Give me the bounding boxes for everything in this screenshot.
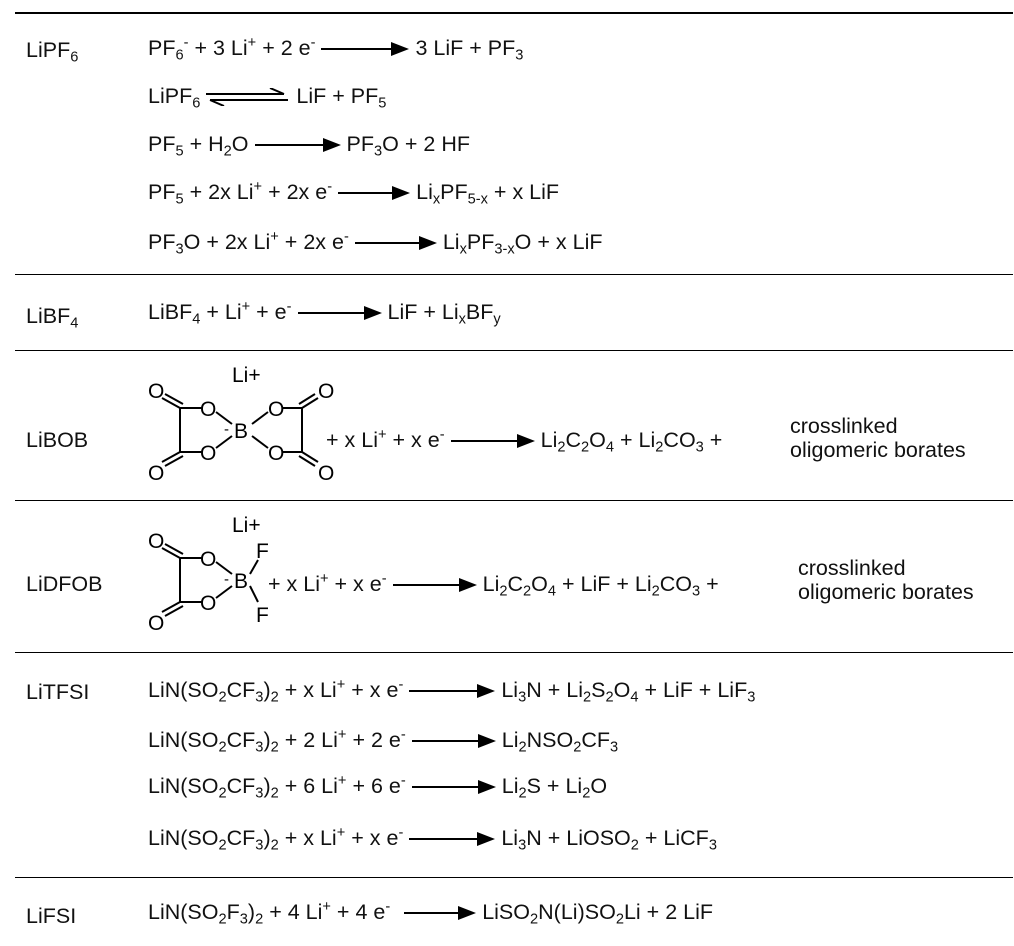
equation: LiBF4 + Li+ + e-LiF + LixBFy — [148, 298, 501, 328]
equation: LiN(SO2CF3)2 + 2 Li+ + 2 e-Li2NSO2CF3 — [148, 726, 619, 756]
equation: LiPF6 LiF + PF5 — [148, 84, 387, 112]
salt-label-lifsi: LiFSI — [26, 904, 77, 928]
svg-text:O: O — [148, 380, 164, 403]
svg-text:O: O — [200, 442, 216, 465]
svg-text:-: - — [224, 571, 229, 588]
reaction-arrow — [411, 779, 496, 795]
equation: + x Li+ + x e-Li2C2O4 + Li2CO3 + — [326, 426, 723, 456]
equation: LiN(SO2CF3)2 + x Li+ + x e-Li3N + LiOSO2… — [148, 824, 717, 854]
reaction-arrow — [411, 733, 496, 749]
row-divider — [15, 877, 1013, 878]
reaction-arrow — [297, 305, 382, 321]
svg-text:-: - — [224, 421, 229, 438]
svg-text:B: B — [234, 420, 248, 443]
svg-text:B: B — [234, 570, 248, 593]
svg-text:O: O — [268, 398, 284, 421]
reaction-arrow — [409, 683, 496, 699]
reaction-arrow — [321, 41, 410, 57]
svg-text:O: O — [148, 462, 164, 485]
svg-text:Li+: Li+ — [232, 364, 261, 387]
lidfob-structure: Li+ O O O O F F B - — [148, 514, 269, 635]
svg-text:O: O — [318, 462, 334, 485]
svg-text:Li+: Li+ — [232, 514, 261, 537]
svg-text:O: O — [148, 612, 164, 635]
salt-label-lidfob: LiDFOB — [26, 572, 103, 596]
equation: LiN(SO2CF3)2 + x Li+ + x e-Li3N + Li2S2O… — [148, 676, 756, 706]
reaction-arrow — [409, 831, 496, 847]
reaction-arrow — [392, 577, 477, 593]
svg-text:O: O — [200, 398, 216, 421]
equation: PF3O + 2x Li+ + 2x e-LixPF3-xO + x LiF — [148, 228, 603, 258]
libob-structure: Li+ O O O O O O O O B - — [148, 364, 334, 485]
svg-text:O: O — [200, 592, 216, 615]
equation: + x Li+ + x e-Li2C2O4 + LiF + Li2CO3 + — [268, 570, 719, 600]
reaction-arrow — [404, 905, 477, 921]
salt-label-litfsi: LiTFSI — [26, 680, 90, 704]
salt-label-libf4: LiBF4 — [26, 304, 79, 332]
reaction-arrow — [450, 433, 535, 449]
row-divider — [15, 652, 1013, 653]
table-top-rule — [15, 12, 1013, 14]
svg-text:O: O — [200, 548, 216, 571]
row-divider — [15, 274, 1013, 275]
equation: LiN(SO2CF3)2 + 6 Li+ + 6 e-Li2S + Li2O — [148, 772, 608, 802]
equation: PF5 + 2x Li+ + 2x e-LixPF5-x + x LiF — [148, 178, 560, 208]
equation: LiN(SO2F3)2 + 4 Li+ + 4 e-LiSO2N(Li)SO2L… — [148, 898, 713, 928]
borate-products: crosslinked oligomeric borates — [798, 556, 974, 604]
svg-text:F: F — [256, 604, 269, 627]
svg-text:O: O — [268, 442, 284, 465]
salt-label-libob: LiBOB — [26, 428, 89, 452]
equilibrium-arrow — [206, 88, 289, 106]
svg-text:O: O — [148, 530, 164, 553]
row-divider — [15, 350, 1013, 351]
reaction-arrow — [338, 185, 411, 201]
reaction-arrow — [254, 137, 341, 153]
row-divider — [15, 500, 1013, 501]
borate-products: crosslinked oligomeric borates — [790, 414, 966, 462]
equation: PF6- + 3 Li+ + 2 e-3 LiF + PF3 — [148, 34, 524, 64]
svg-text:F: F — [256, 540, 269, 563]
reaction-arrow — [354, 235, 437, 251]
svg-text:O: O — [318, 380, 334, 403]
salt-label-lipf6: LiPF6 — [26, 38, 79, 66]
